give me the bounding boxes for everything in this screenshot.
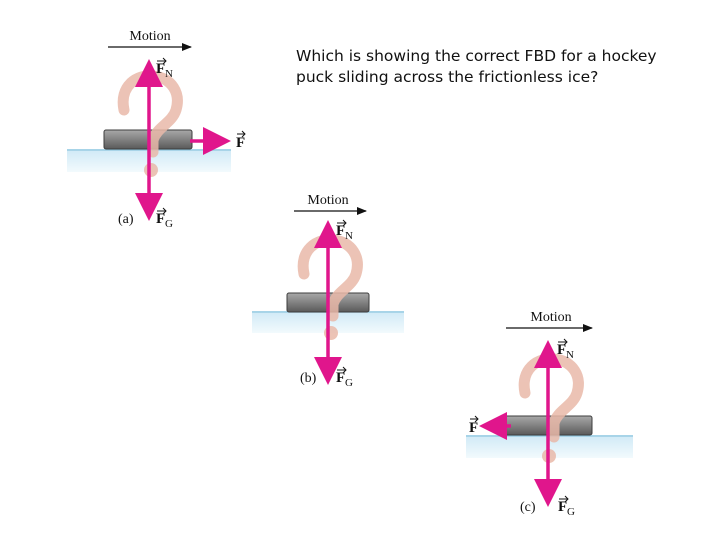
- question-text: Which is showing the correct FBD for a h…: [296, 47, 657, 86]
- svg-text:F: F: [236, 135, 245, 151]
- applied-force-label: F: [236, 130, 246, 151]
- svg-text:G: G: [567, 506, 575, 518]
- gravity-force-label: F G: [156, 207, 173, 230]
- gravity-force-label: F G: [558, 495, 575, 518]
- applied-force-label: F: [469, 415, 479, 436]
- diagram-c: Motion F N F F G: [466, 310, 633, 518]
- svg-text:F: F: [156, 61, 165, 77]
- svg-text:N: N: [165, 68, 173, 80]
- svg-text:F: F: [336, 370, 345, 386]
- motion-label: Motion: [129, 29, 170, 44]
- svg-text:F: F: [156, 211, 165, 227]
- normal-force-label: F N: [156, 57, 173, 80]
- svg-text:G: G: [165, 218, 173, 230]
- motion-label: Motion: [530, 310, 571, 325]
- svg-text:F: F: [558, 499, 567, 515]
- diagram-label: (c): [520, 500, 536, 515]
- svg-text:F: F: [469, 420, 478, 436]
- svg-text:F: F: [336, 223, 345, 239]
- diagram-label: (a): [118, 212, 134, 227]
- svg-text:G: G: [345, 377, 353, 389]
- motion-label: Motion: [307, 193, 348, 208]
- normal-force-label: F N: [336, 219, 353, 242]
- svg-text:N: N: [566, 349, 574, 361]
- diagram-a: Motion F N F F G: [67, 29, 246, 230]
- svg-text:N: N: [345, 230, 353, 242]
- normal-force-label: F N: [557, 338, 574, 361]
- svg-text:F: F: [557, 342, 566, 358]
- gravity-force-label: F G: [336, 366, 353, 389]
- diagram-label: (b): [300, 371, 317, 386]
- diagram-b: Motion F N F G (b): [252, 193, 404, 389]
